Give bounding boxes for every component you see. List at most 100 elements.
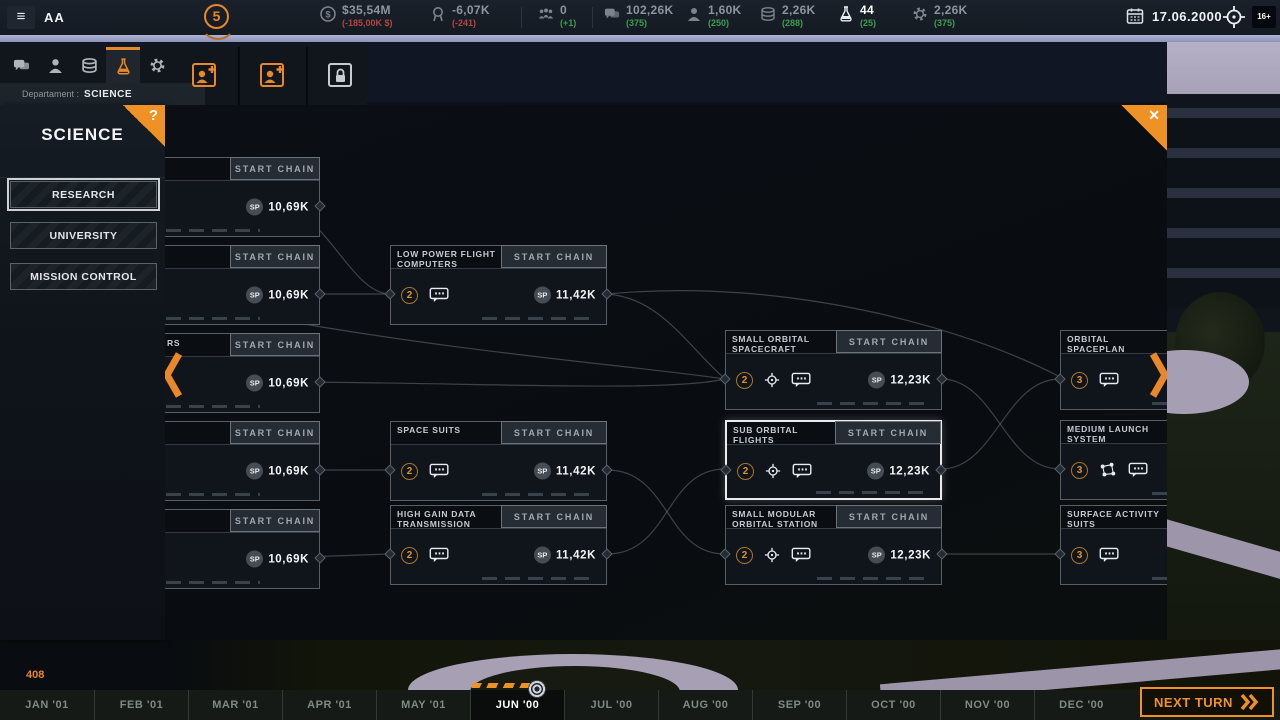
funds-delta: (-185,00K $) <box>342 17 393 28</box>
dollar-icon: $ <box>320 6 336 22</box>
start-chain-button[interactable]: START CHAIN <box>835 421 941 444</box>
progress-ticks <box>816 491 928 494</box>
comms-chat-icon <box>429 547 450 563</box>
tab-public-relations[interactable] <box>4 47 38 83</box>
progress-ticks <box>165 493 260 496</box>
progress-ticks <box>817 402 929 405</box>
tech-node-medium-launch-system[interactable]: MEDIUM LAUNCH SYSTEMSTART CHAIN 3 <box>1054 420 1167 500</box>
scroll-right-chevron-icon[interactable] <box>1148 351 1167 399</box>
month-cell[interactable]: JAN '01 <box>25 699 69 711</box>
month-cell[interactable]: NOV '00 <box>940 690 1034 720</box>
hire-scientist-button[interactable] <box>178 47 232 105</box>
top-resource-bar: ≡ AA 5 $ $35,54M (-185,00K $) -6,07K (-2… <box>0 0 1280 40</box>
current-date: 17.06.2000 <box>1152 8 1223 24</box>
support-value: 102,26K <box>626 3 674 17</box>
month-cell[interactable]: SEP '00 <box>752 690 846 720</box>
date-group: 17.06.2000 <box>1126 7 1222 25</box>
start-chain-button[interactable]: START CHAIN <box>230 245 320 268</box>
start-chain-button[interactable]: START CHAIN <box>836 330 942 353</box>
month-cell[interactable]: MAY '01 <box>376 690 470 720</box>
start-chain-button[interactable]: START CHAIN <box>230 421 320 444</box>
ground-path <box>879 647 1280 690</box>
month-cell-active[interactable]: JUN '00 <box>470 690 564 720</box>
month-cell[interactable]: OCT '00 <box>846 690 940 720</box>
sp-icon: SP <box>868 546 886 564</box>
hire-specialist-button[interactable] <box>246 47 300 105</box>
department-label: Departament : <box>22 89 80 99</box>
calendar-icon <box>1126 8 1144 24</box>
agency-level-badge: 5 <box>200 4 236 40</box>
topbar-separator <box>521 7 522 28</box>
research-button[interactable]: RESEARCH <box>7 178 160 211</box>
panel-divider <box>0 177 165 178</box>
university-button[interactable]: UNIVERSITY <box>10 222 157 249</box>
sp-icon: SP <box>868 371 886 389</box>
next-turn-label: NEXT TURN <box>1154 694 1233 710</box>
start-chain-button[interactable]: START CHAIN <box>836 505 942 528</box>
close-button[interactable]: ✕ <box>1121 105 1167 151</box>
crew-icon <box>538 8 554 19</box>
toolbar-separator <box>238 47 240 105</box>
hamburger-menu-icon[interactable]: ≡ <box>7 6 35 29</box>
tab-personnel[interactable] <box>38 47 72 83</box>
center-view-crosshair-icon[interactable] <box>1222 5 1246 29</box>
start-chain-button[interactable]: START CHAIN <box>501 245 607 268</box>
mission-control-button[interactable]: MISSION CONTROL <box>10 263 157 290</box>
flask-icon <box>116 58 130 75</box>
network-nodes-icon <box>1099 462 1117 478</box>
speech-bubbles-icon <box>604 8 620 19</box>
tab-finance[interactable] <box>72 47 106 83</box>
month-cell[interactable]: APR '01 <box>282 690 376 720</box>
lock-icon <box>328 63 352 87</box>
month-cell[interactable]: FEB '01 <box>94 690 188 720</box>
month-cell[interactable]: JUL '00 <box>564 690 658 720</box>
start-chain-button[interactable]: START CHAIN <box>230 333 320 356</box>
tier-badge: 2 <box>736 546 753 564</box>
locked-slot-button[interactable] <box>314 47 368 105</box>
scroll-left-chevron-icon[interactable] <box>165 351 184 399</box>
tab-science[interactable] <box>106 47 140 83</box>
next-turn-button[interactable]: NEXT TURN <box>1140 687 1274 717</box>
start-chain-button[interactable]: START CHAIN <box>501 505 607 528</box>
start-chain-button[interactable]: START CHAIN <box>230 509 320 532</box>
month-cell[interactable]: DEC '00 <box>1034 690 1128 720</box>
comms-chat-icon <box>429 287 450 303</box>
personnel-delta: (250) <box>708 17 730 28</box>
start-chain-button[interactable]: START CHAIN <box>230 157 320 180</box>
tier-badge: 2 <box>737 462 754 480</box>
progress-ticks <box>482 577 594 580</box>
sp-icon: SP <box>867 462 885 480</box>
tier-badge: 2 <box>401 546 418 564</box>
sp-icon: SP <box>246 374 264 392</box>
turn-number: 408 <box>26 669 45 681</box>
help-ribbon[interactable]: ? <box>123 105 165 147</box>
funds-value: $35,54M <box>342 3 391 17</box>
start-chain-button[interactable]: START CHAIN <box>501 421 607 444</box>
building-window-bands <box>1167 108 1280 308</box>
month-cell[interactable]: AUG '00 <box>658 690 752 720</box>
tab-engineering[interactable] <box>140 47 174 83</box>
tier-badge: 3 <box>1071 461 1088 479</box>
progress-ticks <box>817 577 929 580</box>
month-cell[interactable]: MAR '01 <box>188 690 282 720</box>
tech-node-orbital-spaceplane[interactable]: ORBITAL SPACEPLANSTART CHAIN 3 <box>1054 330 1167 410</box>
person-icon <box>688 8 700 21</box>
